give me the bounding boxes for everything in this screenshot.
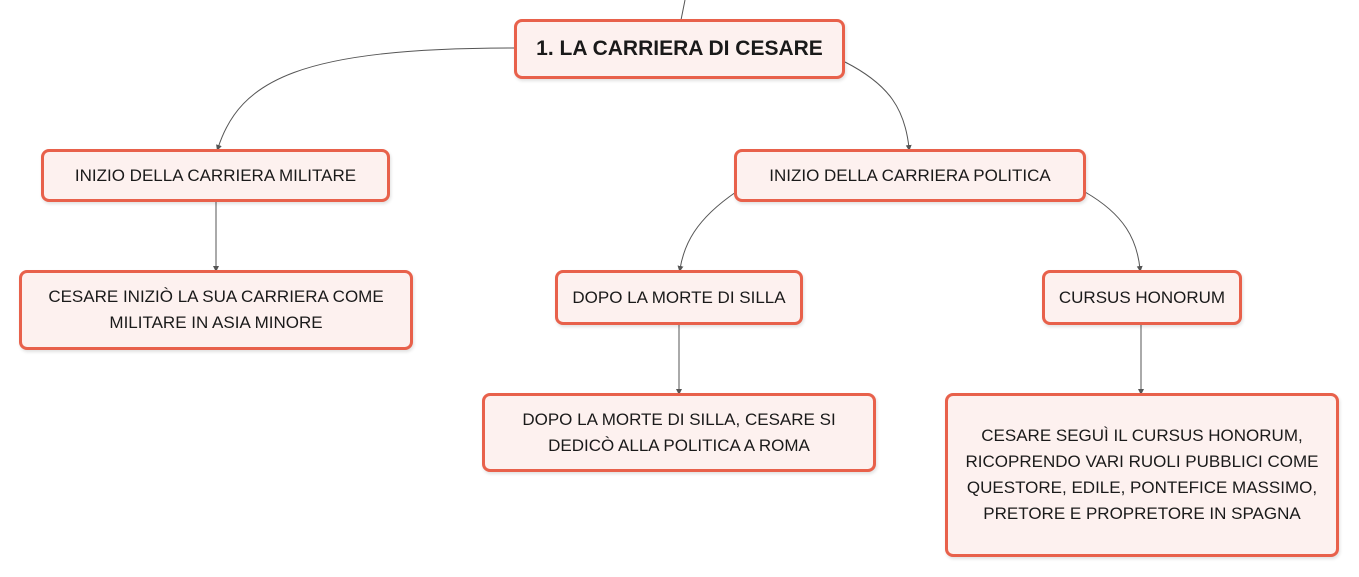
topic-cursus-honorum-label: CURSUS HONORUM	[1058, 287, 1226, 307]
detail-after-silla[interactable]: DOPO LA MORTE DI SILLA, CESARE SI DEDICÒ…	[482, 393, 876, 472]
root-topic-label: 1. LA CARRIERA DI CESARE	[536, 37, 823, 60]
connector-political-to-cursus	[1084, 191, 1143, 272]
topic-after-silla[interactable]: DOPO LA MORTE DI SILLA	[555, 270, 803, 325]
root-topic[interactable]: 1. LA CARRIERA DI CESARE	[514, 19, 845, 79]
connector-root-to-military	[216, 47, 515, 151]
topic-after-silla-label: DOPO LA MORTE DI SILLA	[572, 287, 786, 307]
topic-military-career-label: INIZIO DELLA CARRIERA MILITARE	[74, 165, 357, 185]
topic-political-career[interactable]: INIZIO DELLA CARRIERA POLITICA	[734, 149, 1086, 202]
detail-military-career-label: CESARE INIZIÒ LA SUA CARRIERA COME MILIT…	[48, 287, 384, 332]
topic-military-career[interactable]: INIZIO DELLA CARRIERA MILITARE	[41, 149, 390, 202]
topic-political-career-label: INIZIO DELLA CARRIERA POLITICA	[769, 165, 1051, 185]
connector-political-to-silla	[677, 191, 737, 272]
topic-cursus-honorum[interactable]: CURSUS HONORUM	[1042, 270, 1242, 325]
detail-cursus-honorum[interactable]: CESARE SEGUÌ IL CURSUS HONORUM, RICOPREN…	[945, 393, 1339, 557]
connector-parent-to-root	[680, 0, 686, 21]
detail-military-career[interactable]: CESARE INIZIÒ LA SUA CARRIERA COME MILIT…	[19, 270, 413, 350]
detail-after-silla-label: DOPO LA MORTE DI SILLA, CESARE SI DEDICÒ…	[522, 409, 836, 455]
detail-cursus-honorum-label: CESARE SEGUÌ IL CURSUS HONORUM, RICOPREN…	[965, 426, 1319, 523]
connector-root-to-political	[844, 61, 912, 151]
